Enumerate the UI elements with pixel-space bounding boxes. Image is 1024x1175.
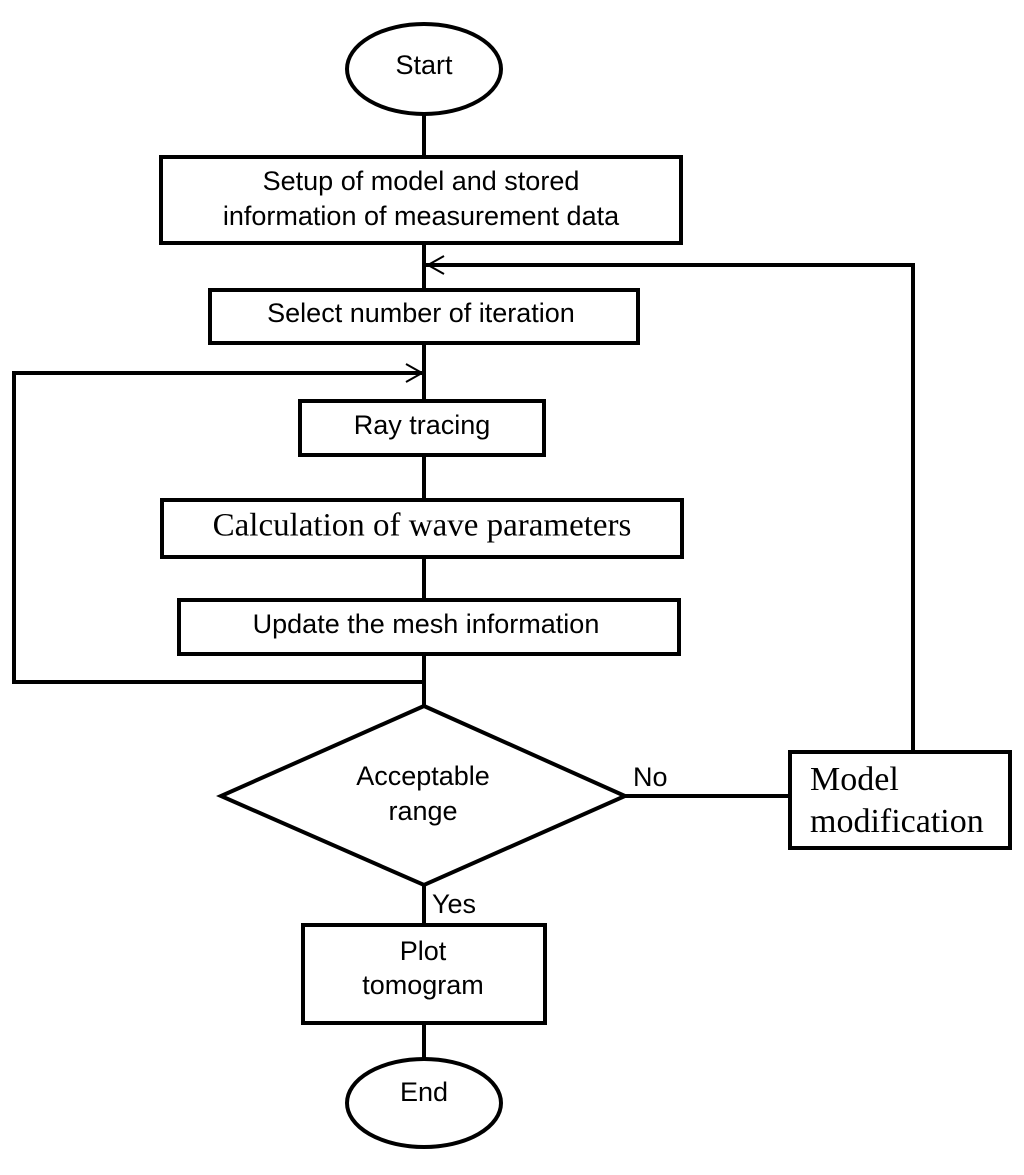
arrowhead-right-loop [425, 255, 445, 275]
decision-label-line-1: Acceptable [356, 761, 490, 791]
calculation-label: Calculation of wave parameters [213, 508, 632, 544]
ray-tracing-label: Ray tracing [354, 410, 491, 440]
no-branch-label: No [633, 762, 668, 792]
arrowhead-left-loop [405, 363, 425, 383]
select-iteration-label: Select number of iteration [267, 298, 575, 328]
update-mesh-box [177, 598, 681, 656]
decision-label-line-2: range [388, 796, 457, 826]
yes-branch-label: Yes [432, 889, 476, 919]
plot-label-line-2: tomogram [362, 970, 484, 1000]
setup-label-line-1: Setup of model and stored [263, 166, 580, 196]
setup-label-line-2: information of measurement data [223, 201, 620, 231]
calculation-box [160, 498, 684, 559]
plot-label-line-1: Plot [400, 936, 447, 966]
ray-tracing-box [298, 399, 546, 457]
setup-process-box [159, 155, 683, 245]
connectors [12, 113, 915, 1060]
loop-back-line-right [424, 263, 915, 752]
end-label: End [400, 1077, 448, 1107]
start-terminal [345, 22, 503, 116]
model-modification-box [788, 750, 1012, 850]
model-modification-line-1: Model [810, 761, 899, 798]
end-terminal [345, 1057, 503, 1149]
select-iteration-box [208, 288, 640, 345]
acceptable-range-decision [216, 703, 630, 888]
model-modification-line-2: modification [810, 803, 984, 840]
loop-back-line-left [12, 371, 424, 684]
plot-tomogram-box [301, 923, 547, 1025]
start-label: Start [395, 50, 453, 80]
update-mesh-label: Update the mesh information [253, 609, 600, 639]
